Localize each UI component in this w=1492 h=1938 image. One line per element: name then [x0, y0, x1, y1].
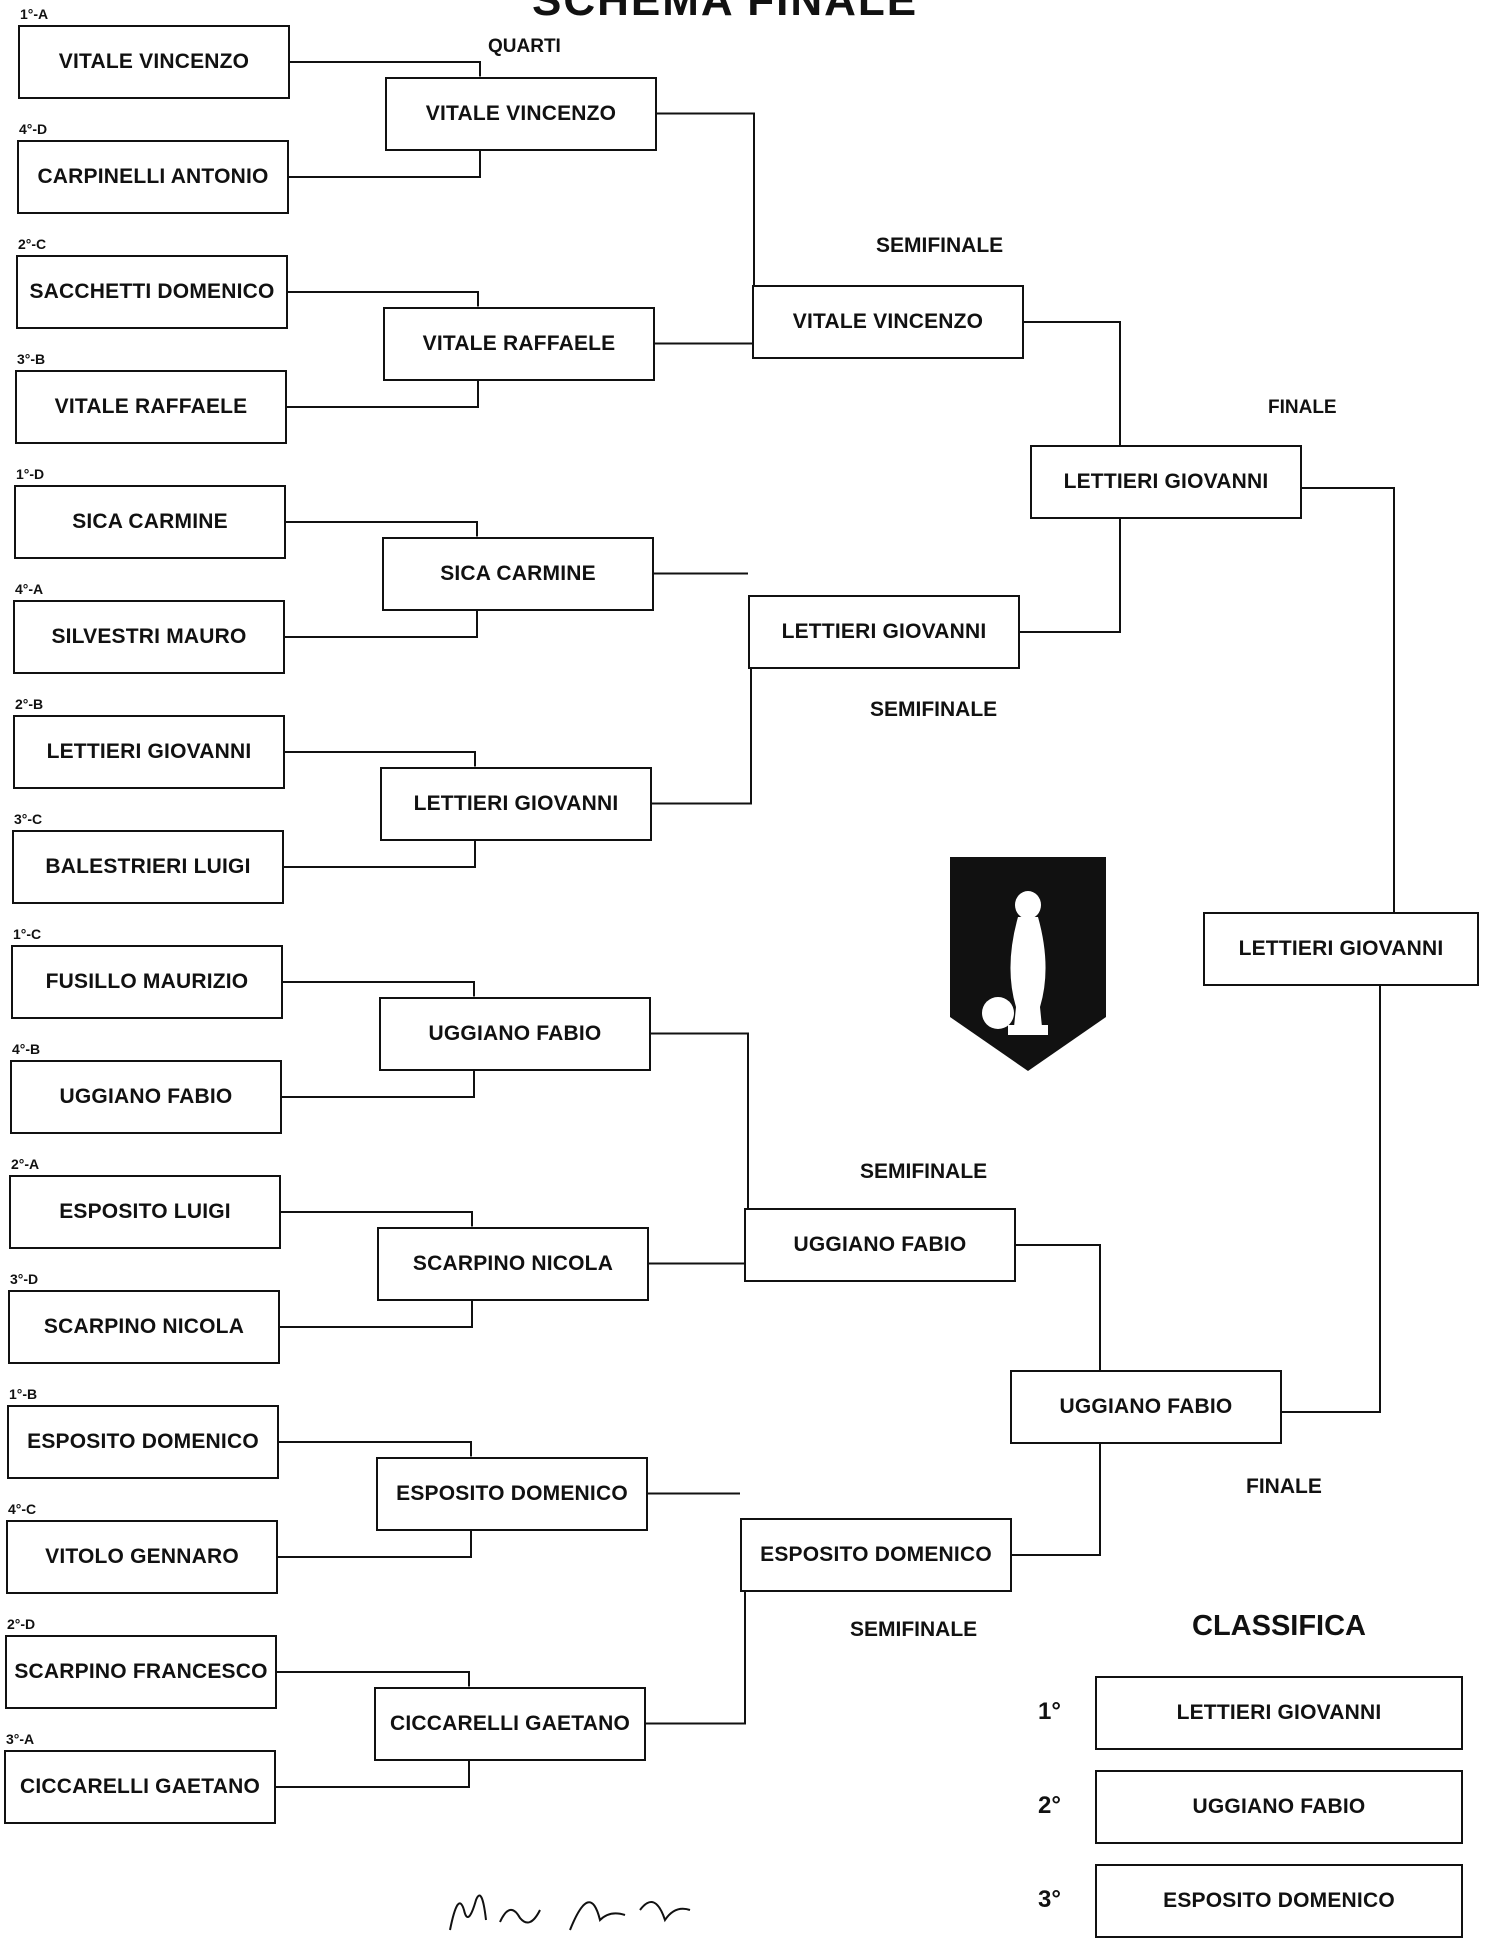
label-semifinale-1: SEMIFINALE — [876, 234, 1004, 257]
connector-line — [1012, 1444, 1101, 1556]
connector-line — [652, 669, 752, 805]
rank-label: 2° — [1038, 1792, 1061, 1819]
player-box: SCARPINO FRANCESCO — [5, 1635, 277, 1709]
connector-line — [281, 1211, 473, 1227]
rank-label: 1° — [1038, 1698, 1061, 1725]
seed-label: 2°-B — [15, 696, 44, 712]
quarter-box: UGGIANO FABIO — [379, 996, 651, 1071]
seed-label: 3°-B — [17, 351, 46, 367]
trophy-shield-icon — [950, 857, 1106, 1071]
connector-line — [289, 150, 481, 178]
player-box: ESPOSITO DOMENICO — [7, 1405, 279, 1479]
connector-line — [1282, 986, 1381, 1413]
semifinal-box: LETTIERI GIOVANNI — [748, 595, 1020, 669]
connector-line — [286, 521, 478, 537]
connector-line — [278, 1530, 472, 1558]
connector-line — [290, 61, 481, 77]
connector-line — [282, 1070, 475, 1098]
rank-label: 3° — [1038, 1886, 1061, 1913]
quarter-box: ESPOSITO DOMENICO — [376, 1456, 648, 1531]
connector-line — [288, 291, 479, 307]
seed-label: 3°-C — [14, 811, 43, 827]
player-box: VITOLO GENNARO — [6, 1520, 278, 1594]
classifica-title: CLASSIFICA — [1192, 1610, 1366, 1642]
quarter-box: SICA CARMINE — [382, 536, 654, 611]
seed-label: 3°-A — [6, 1731, 35, 1747]
player-box: LETTIERI GIOVANNI — [13, 715, 285, 789]
ranking-box: ESPOSITO DOMENICO — [1095, 1864, 1463, 1938]
connector-line — [277, 1671, 470, 1687]
seed-label: 2°-D — [7, 1616, 36, 1632]
quarter-box: LETTIERI GIOVANNI — [380, 766, 652, 841]
label-semifinale-2: SEMIFINALE — [870, 698, 998, 721]
player-box: BALESTRIERI LUIGI — [12, 830, 284, 904]
connector-line — [1302, 487, 1395, 912]
connector-line — [287, 380, 479, 408]
player-box: CARPINELLI ANTONIO — [17, 140, 289, 214]
final-box: LETTIERI GIOVANNI — [1030, 445, 1302, 519]
semifinal-box: UGGIANO FABIO — [744, 1208, 1016, 1282]
connector-line — [657, 112, 755, 285]
label-finale-2: FINALE — [1246, 1475, 1322, 1498]
ranking-box: UGGIANO FABIO — [1095, 1770, 1463, 1844]
seed-label: 2°-A — [11, 1156, 40, 1172]
seed-label: 4°-B — [12, 1041, 41, 1057]
seed-label: 1°-B — [9, 1386, 38, 1402]
connector-line — [285, 751, 476, 767]
quarter-box: SCARPINO NICOLA — [377, 1226, 649, 1301]
seed-label: 1°-D — [16, 466, 45, 482]
label-finale-1: FINALE — [1268, 397, 1337, 418]
connector-line — [285, 610, 478, 638]
player-box: SCARPINO NICOLA — [8, 1290, 280, 1364]
ranking-box: LETTIERI GIOVANNI — [1095, 1676, 1463, 1750]
player-box: FUSILLO MAURIZIO — [11, 945, 283, 1019]
seed-label: 2°-C — [18, 236, 47, 252]
connector-line — [646, 1592, 746, 1725]
winner-box: LETTIERI GIOVANNI — [1203, 912, 1479, 986]
connector-line — [280, 1300, 473, 1328]
connector-line — [276, 1760, 470, 1788]
player-box: VITALE RAFFAELE — [15, 370, 287, 444]
connector-line — [283, 981, 475, 997]
seed-label: 1°-A — [20, 6, 49, 22]
label-quarti: QUARTI — [488, 36, 561, 57]
semifinal-box: ESPOSITO DOMENICO — [740, 1518, 1012, 1592]
quarter-box: VITALE RAFFAELE — [383, 306, 655, 381]
connector-line — [651, 1032, 749, 1208]
seed-label: 4°-A — [15, 581, 44, 597]
label-semifinale-3: SEMIFINALE — [860, 1160, 988, 1183]
seed-label: 3°-D — [10, 1271, 39, 1287]
semifinal-box: VITALE VINCENZO — [752, 285, 1024, 359]
seed-label: 4°-C — [8, 1501, 37, 1517]
player-box: SICA CARMINE — [14, 485, 286, 559]
label-semifinale-4: SEMIFINALE — [850, 1618, 978, 1641]
connector-line — [1020, 519, 1121, 633]
player-box: CICCARELLI GAETANO — [4, 1750, 276, 1824]
player-box: ESPOSITO LUIGI — [9, 1175, 281, 1249]
seed-label: 4°-D — [19, 121, 48, 137]
player-box: VITALE VINCENZO — [18, 25, 290, 99]
connector-line — [1016, 1244, 1101, 1370]
final-box: UGGIANO FABIO — [1010, 1370, 1282, 1444]
page-title: SCHEMA FINALE — [532, 0, 919, 25]
quarter-box: CICCARELLI GAETANO — [374, 1686, 646, 1761]
connector-line — [1024, 321, 1121, 445]
player-box: UGGIANO FABIO — [10, 1060, 282, 1134]
player-box: SILVESTRI MAURO — [13, 600, 285, 674]
signature-icon — [449, 1894, 691, 1931]
connector-line — [284, 840, 476, 868]
seed-label: 1°-C — [13, 926, 42, 942]
quarter-box: VITALE VINCENZO — [385, 76, 657, 151]
player-box: SACCHETTI DOMENICO — [16, 255, 288, 329]
connector-line — [279, 1441, 472, 1457]
